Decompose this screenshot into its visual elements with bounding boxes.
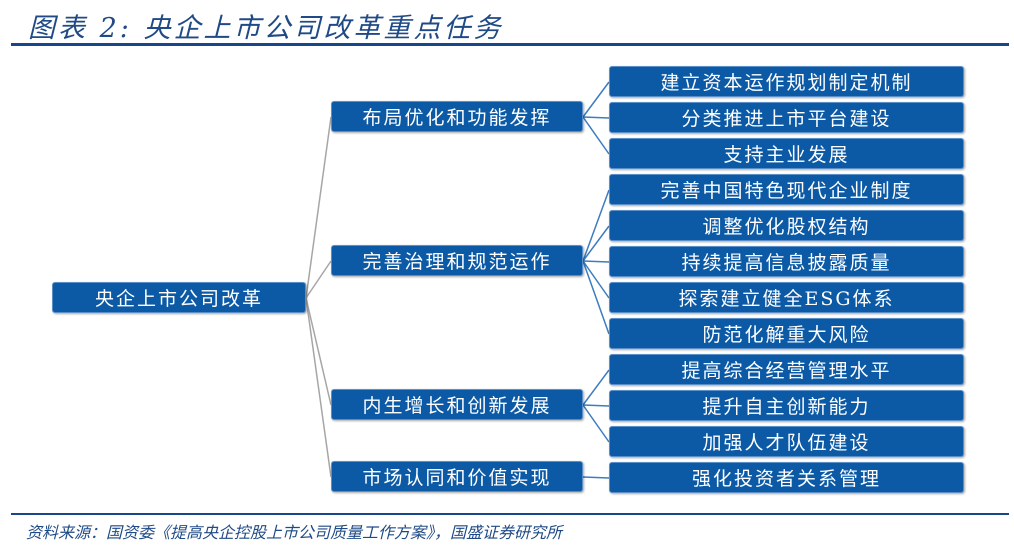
branch-connector [582, 260, 610, 299]
branch-node: 市场认同和价值实现 [331, 461, 583, 492]
branch-connector [582, 404, 610, 407]
branch-node: 内生增长和创新发展 [331, 389, 583, 420]
leaf-node: 探索建立健全ESG体系 [609, 282, 964, 313]
leaf-node: 防范化解重大风险 [609, 318, 964, 349]
leaf-node: 加强人才队伍建设 [609, 426, 964, 457]
branch-connector [582, 260, 610, 263]
branch-connector [582, 116, 610, 119]
leaf-node: 强化投资者关系管理 [609, 462, 964, 493]
leaf-node: 完善中国特色现代企业制度 [609, 174, 964, 205]
leaf-node: 建立资本运作规划制定机制 [609, 66, 964, 97]
root-connector [305, 297, 332, 478]
source-note: 资料来源：国资委《提高央企控股上市公司质量工作方案》，国盛证券研究所 [26, 523, 563, 542]
root-connector [305, 116, 332, 299]
leaf-node: 提高综合经营管理水平 [609, 354, 964, 385]
leaf-node: 分类推进上市平台建设 [609, 102, 964, 133]
figure-title: 图表 2: 央企上市公司改革重点任务 [28, 13, 504, 44]
branch-node: 完善治理和规范运作 [331, 245, 583, 276]
root-node: 央企上市公司改革 [52, 282, 306, 313]
leaf-node: 持续提高信息披露质量 [609, 246, 964, 277]
branch-connector [582, 476, 610, 479]
leaf-node: 提升自主创新能力 [609, 390, 964, 421]
branch-connector [582, 189, 610, 262]
title-divider [11, 43, 1009, 46]
leaf-node: 调整优化股权结构 [609, 210, 964, 241]
source-divider [11, 513, 1009, 515]
branch-connector [582, 116, 610, 155]
root-connector [305, 297, 332, 406]
branch-connector [582, 369, 610, 406]
branch-connector [582, 260, 610, 335]
root-connector [305, 260, 332, 299]
branch-connector [582, 404, 610, 443]
branch-node: 布局优化和功能发挥 [331, 101, 583, 132]
leaf-node: 支持主业发展 [609, 138, 964, 169]
branch-connector [582, 225, 610, 262]
branch-connector [582, 81, 610, 118]
